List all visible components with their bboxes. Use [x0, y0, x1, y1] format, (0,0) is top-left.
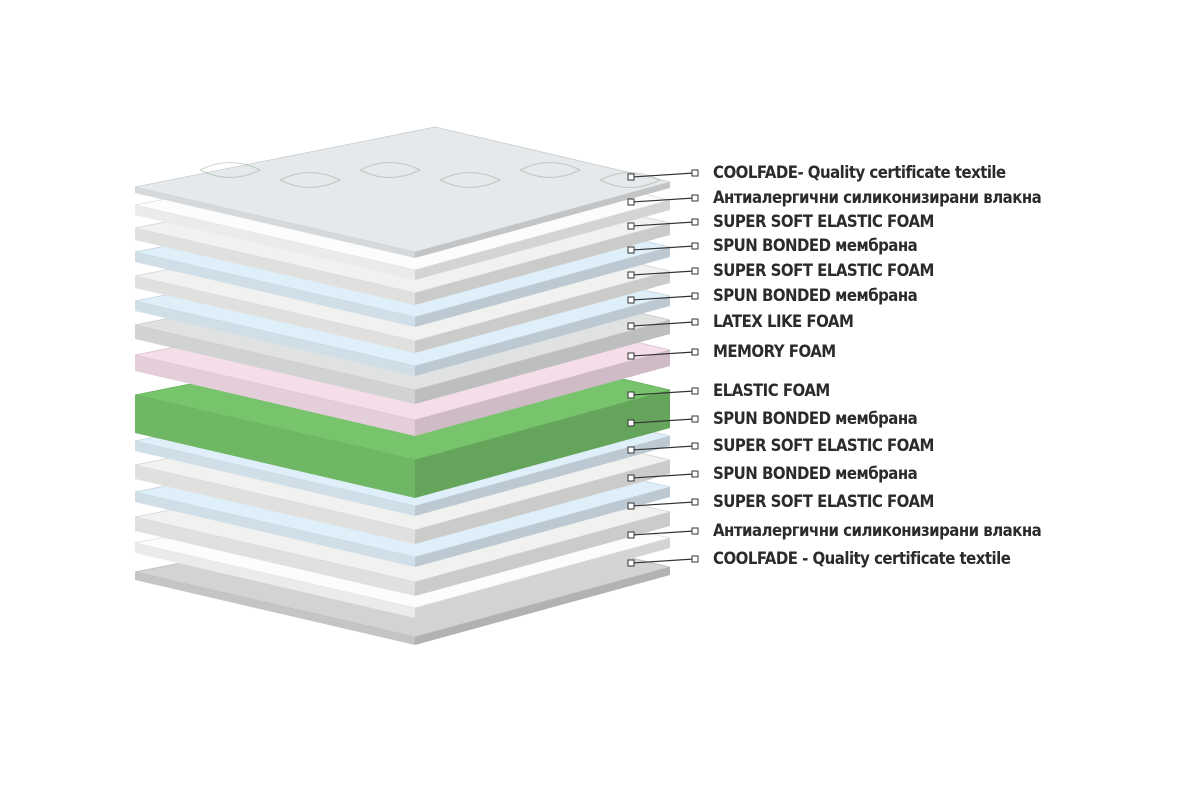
layer-label-fibers-top: Антиалергични силиконизирани влакна [713, 188, 1042, 208]
layer-left-side [135, 301, 415, 376]
leader-marker-end [691, 348, 699, 356]
layer-left-side [135, 355, 415, 436]
leader-marker-start [627, 222, 635, 230]
leader-marker-end [691, 292, 699, 300]
leader-marker-start [627, 296, 635, 304]
leader-marker-end [691, 415, 699, 423]
layer-label-memory-foam: MEMORY FOAM [713, 342, 836, 362]
layer-label-spun-bonded-4: SPUN BONDED мембрана [713, 464, 918, 484]
layer-right-side [415, 350, 670, 436]
layer-left-side [135, 441, 415, 516]
layer-right-side [415, 223, 670, 305]
leader-marker-end [691, 555, 699, 563]
layer-label-spun-bonded-1: SPUN BONDED мембрана [713, 236, 918, 256]
layer-right-side [415, 200, 670, 280]
layer-left-side [135, 465, 415, 544]
leader-line [631, 473, 695, 479]
layer-right-side [415, 247, 670, 327]
layer-left-side [135, 543, 415, 618]
leader-marker-start [627, 446, 635, 454]
leader-marker-end [691, 318, 699, 326]
layer-label-coolfade-top: COOLFADE- Quality certificate textile [713, 163, 1006, 183]
layer-left-side [135, 395, 415, 498]
leader-marker-start [627, 322, 635, 330]
leader-marker-start [627, 352, 635, 360]
leader-marker-end [691, 169, 699, 177]
layer-right-side [415, 320, 670, 404]
leader-line [631, 172, 695, 178]
layer-label-latex-like-foam: LATEX LIKE FOAM [713, 312, 854, 332]
leader-line [631, 558, 695, 564]
leader-line [631, 351, 695, 357]
layer-label-coolfade-bottom: COOLFADE - Quality certificate textile [713, 549, 1011, 569]
leader-line [631, 221, 695, 227]
layer-left-side [135, 228, 415, 305]
leader-marker-end [691, 470, 699, 478]
leader-line [631, 270, 695, 276]
layer-right-side [415, 567, 670, 645]
leader-lines [627, 169, 699, 567]
layer-right-side [415, 487, 670, 567]
leader-marker-start [627, 474, 635, 482]
leader-marker-end [691, 267, 699, 275]
layer-label-super-soft-foam-3: SUPER SOFT ELASTIC FOAM [713, 436, 934, 456]
layer-right-side [415, 271, 670, 353]
layer-label-spun-bonded-2: SPUN BONDED мембрана [713, 286, 918, 306]
layer-label-super-soft-foam-1: SUPER SOFT ELASTIC FOAM [713, 212, 934, 232]
layer-label-elastic-foam: ELASTIC FOAM [713, 381, 830, 401]
leader-line [631, 245, 695, 251]
leader-line [631, 321, 695, 327]
layer-label-fibers-bottom: Антиалергични силиконизирани влакна [713, 521, 1042, 541]
layer-right-side [415, 296, 670, 376]
leader-marker-start [627, 531, 635, 539]
layer-left-side [135, 325, 415, 404]
layer-right-side [415, 512, 670, 596]
layer-label-super-soft-foam-2: SUPER SOFT ELASTIC FOAM [713, 261, 934, 281]
layer-left-side [135, 517, 415, 596]
layer-left-side [135, 492, 415, 567]
leader-marker-start [627, 419, 635, 427]
leader-line [631, 390, 695, 396]
leader-line [631, 295, 695, 301]
layer-left-side [135, 205, 415, 280]
leader-marker-end [691, 218, 699, 226]
layer-label-spun-bonded-3: SPUN BONDED мембрана [713, 409, 918, 429]
quilt-pattern [199, 162, 662, 188]
leader-marker-start [627, 559, 635, 567]
mattress-layer-stack [134, 126, 671, 645]
layer-right-side [415, 182, 670, 258]
leader-marker-start [627, 198, 635, 206]
layer-right-side [415, 538, 670, 618]
layer-left-side [135, 187, 415, 258]
layer-left-side [135, 252, 415, 327]
leader-marker-end [691, 194, 699, 202]
leader-marker-end [691, 498, 699, 506]
leader-marker-start [627, 246, 635, 254]
leader-marker-end [691, 387, 699, 395]
layer-right-side [415, 460, 670, 544]
layer-left-side [135, 572, 415, 645]
leader-marker-end [691, 442, 699, 450]
layer-label-super-soft-foam-4: SUPER SOFT ELASTIC FOAM [713, 492, 934, 512]
layer-right-side [415, 436, 670, 516]
layer-left-side [135, 276, 415, 353]
leader-marker-end [691, 527, 699, 535]
leader-line [631, 418, 695, 424]
layer-right-side [415, 390, 670, 498]
leader-marker-start [627, 271, 635, 279]
leader-line [631, 197, 695, 203]
leader-marker-start [627, 173, 635, 181]
leader-marker-end [691, 242, 699, 250]
leader-line [631, 530, 695, 536]
leader-marker-start [627, 502, 635, 510]
leader-line [631, 501, 695, 507]
leader-marker-start [627, 391, 635, 399]
mattress-layer [134, 126, 671, 258]
leader-line [631, 445, 695, 451]
